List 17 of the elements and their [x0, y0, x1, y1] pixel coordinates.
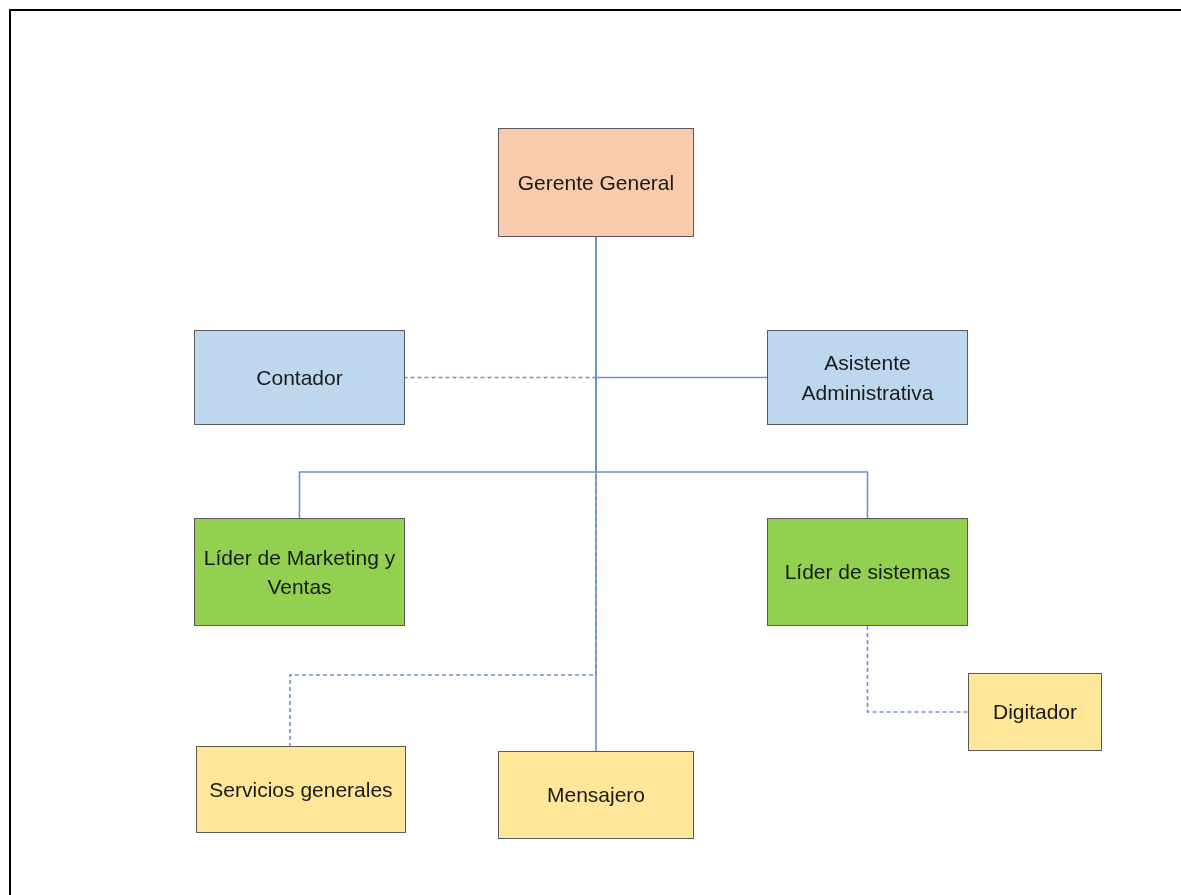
- role-title: Líder de sistemas: [784, 559, 951, 586]
- role-box: [194, 518, 405, 626]
- role-title: Asistente Administrativa: [800, 350, 935, 406]
- role-box: [194, 330, 405, 425]
- role-box: [767, 518, 968, 626]
- role-box: [196, 746, 406, 833]
- role-title: Líder de Marketing y Ventas: [203, 544, 396, 600]
- role-title: Gerente General: [517, 169, 675, 196]
- role-title: Mensajero: [546, 782, 646, 809]
- connector-line: [866, 625, 969, 713]
- role-box: [498, 128, 694, 237]
- role-title: Contador: [256, 364, 343, 391]
- role-box: [968, 673, 1102, 751]
- role-title: Digitador: [992, 699, 1077, 726]
- role-box: [767, 330, 968, 425]
- role-title: Servicios generales: [209, 776, 393, 803]
- role-box: [498, 751, 694, 839]
